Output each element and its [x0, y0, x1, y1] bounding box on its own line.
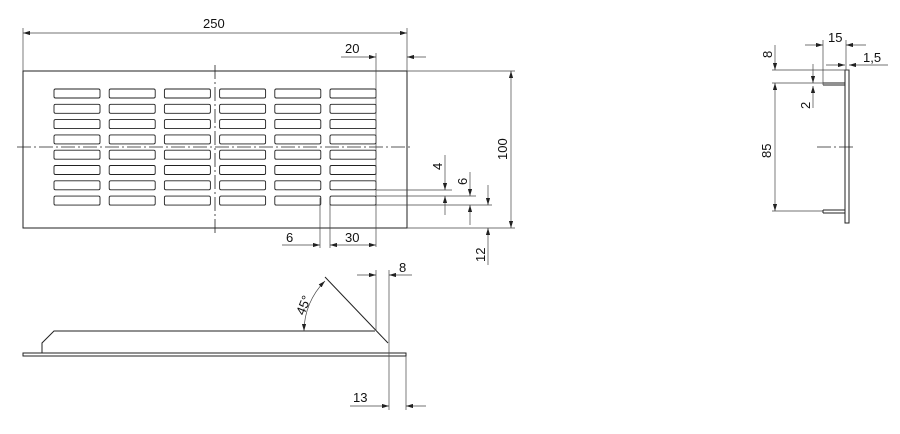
vent-slot — [219, 119, 267, 130]
vent-slot — [53, 180, 101, 191]
vent-slot — [53, 103, 101, 114]
dim-plate-thickness: 1,5 — [863, 50, 881, 65]
bottom-view: 8 13 45° — [22, 260, 426, 410]
slot-grid — [53, 88, 377, 206]
vent-slot — [274, 165, 322, 175]
vent-slot — [274, 134, 322, 145]
vent-slot — [274, 88, 322, 99]
vent-slot — [329, 180, 377, 191]
dim-bottom-margin: 12 — [473, 248, 488, 262]
vent-slot — [53, 165, 101, 175]
vent-slot — [108, 134, 156, 145]
vent-slot — [163, 119, 211, 130]
dim-flange-thickness: 2 — [798, 102, 813, 109]
dim-chamfer-angle: 45° — [293, 293, 314, 317]
vent-slot — [274, 119, 322, 130]
vent-slot — [53, 195, 101, 206]
vent-slot — [163, 149, 211, 160]
vent-slot — [274, 180, 322, 191]
vent-slot — [163, 165, 211, 175]
dim-slot-gap: 6 — [286, 230, 293, 245]
chamfer-line — [324, 276, 389, 344]
vent-slot — [163, 134, 211, 145]
vent-slot — [274, 103, 322, 114]
vent-slot — [163, 195, 211, 206]
dim-height: 100 — [495, 138, 510, 160]
vent-slot — [163, 180, 211, 191]
vent-slot — [219, 103, 267, 114]
dim-top-offset: 8 — [760, 51, 775, 58]
dim-slot-pitch: 6 — [455, 178, 470, 185]
vent-slot — [108, 103, 156, 114]
vent-slot — [53, 149, 101, 160]
dim-width: 250 — [203, 16, 225, 31]
dim-lip: 13 — [353, 390, 367, 405]
vent-slot — [329, 88, 377, 99]
side-plate — [844, 69, 850, 224]
vent-slot — [329, 195, 377, 206]
vent-slot — [219, 149, 267, 160]
vent-slot — [108, 149, 156, 160]
vent-slot — [108, 165, 156, 175]
angle-arc — [301, 280, 326, 332]
vent-slot — [329, 134, 377, 145]
dim-edge-to-slots: 20 — [345, 41, 359, 56]
vent-slot — [108, 180, 156, 191]
vent-slot — [163, 88, 211, 99]
vent-slot — [219, 88, 267, 99]
vent-slot — [219, 165, 267, 175]
vent-slot — [329, 119, 377, 130]
base-plate — [22, 352, 407, 357]
vent-slot — [329, 149, 377, 160]
front-view: 250 20 6 30 100 4 6 12 — [17, 16, 515, 265]
vent-slot — [53, 88, 101, 99]
dim-slot-height: 4 — [430, 163, 445, 170]
vent-slot — [329, 103, 377, 114]
dim-slot-length: 30 — [345, 230, 359, 245]
vent-slot — [53, 134, 101, 145]
vent-slot — [219, 134, 267, 145]
vent-slot — [108, 88, 156, 99]
vent-slot — [274, 149, 322, 160]
vent-slot — [108, 195, 156, 206]
dim-flange-depth: 15 — [828, 30, 842, 45]
dim-inner-height: 85 — [759, 144, 774, 158]
side-view: 8 85 2 15 1,5 — [759, 30, 888, 224]
dim-chamfer-width: 8 — [399, 260, 406, 275]
vent-slot — [53, 119, 101, 130]
grille-profile — [41, 330, 375, 353]
vent-slot — [163, 103, 211, 114]
vent-slot — [108, 119, 156, 130]
vent-slot — [219, 195, 267, 206]
vent-slot — [329, 165, 377, 175]
vent-slot — [219, 180, 267, 191]
vent-slot — [274, 195, 322, 206]
